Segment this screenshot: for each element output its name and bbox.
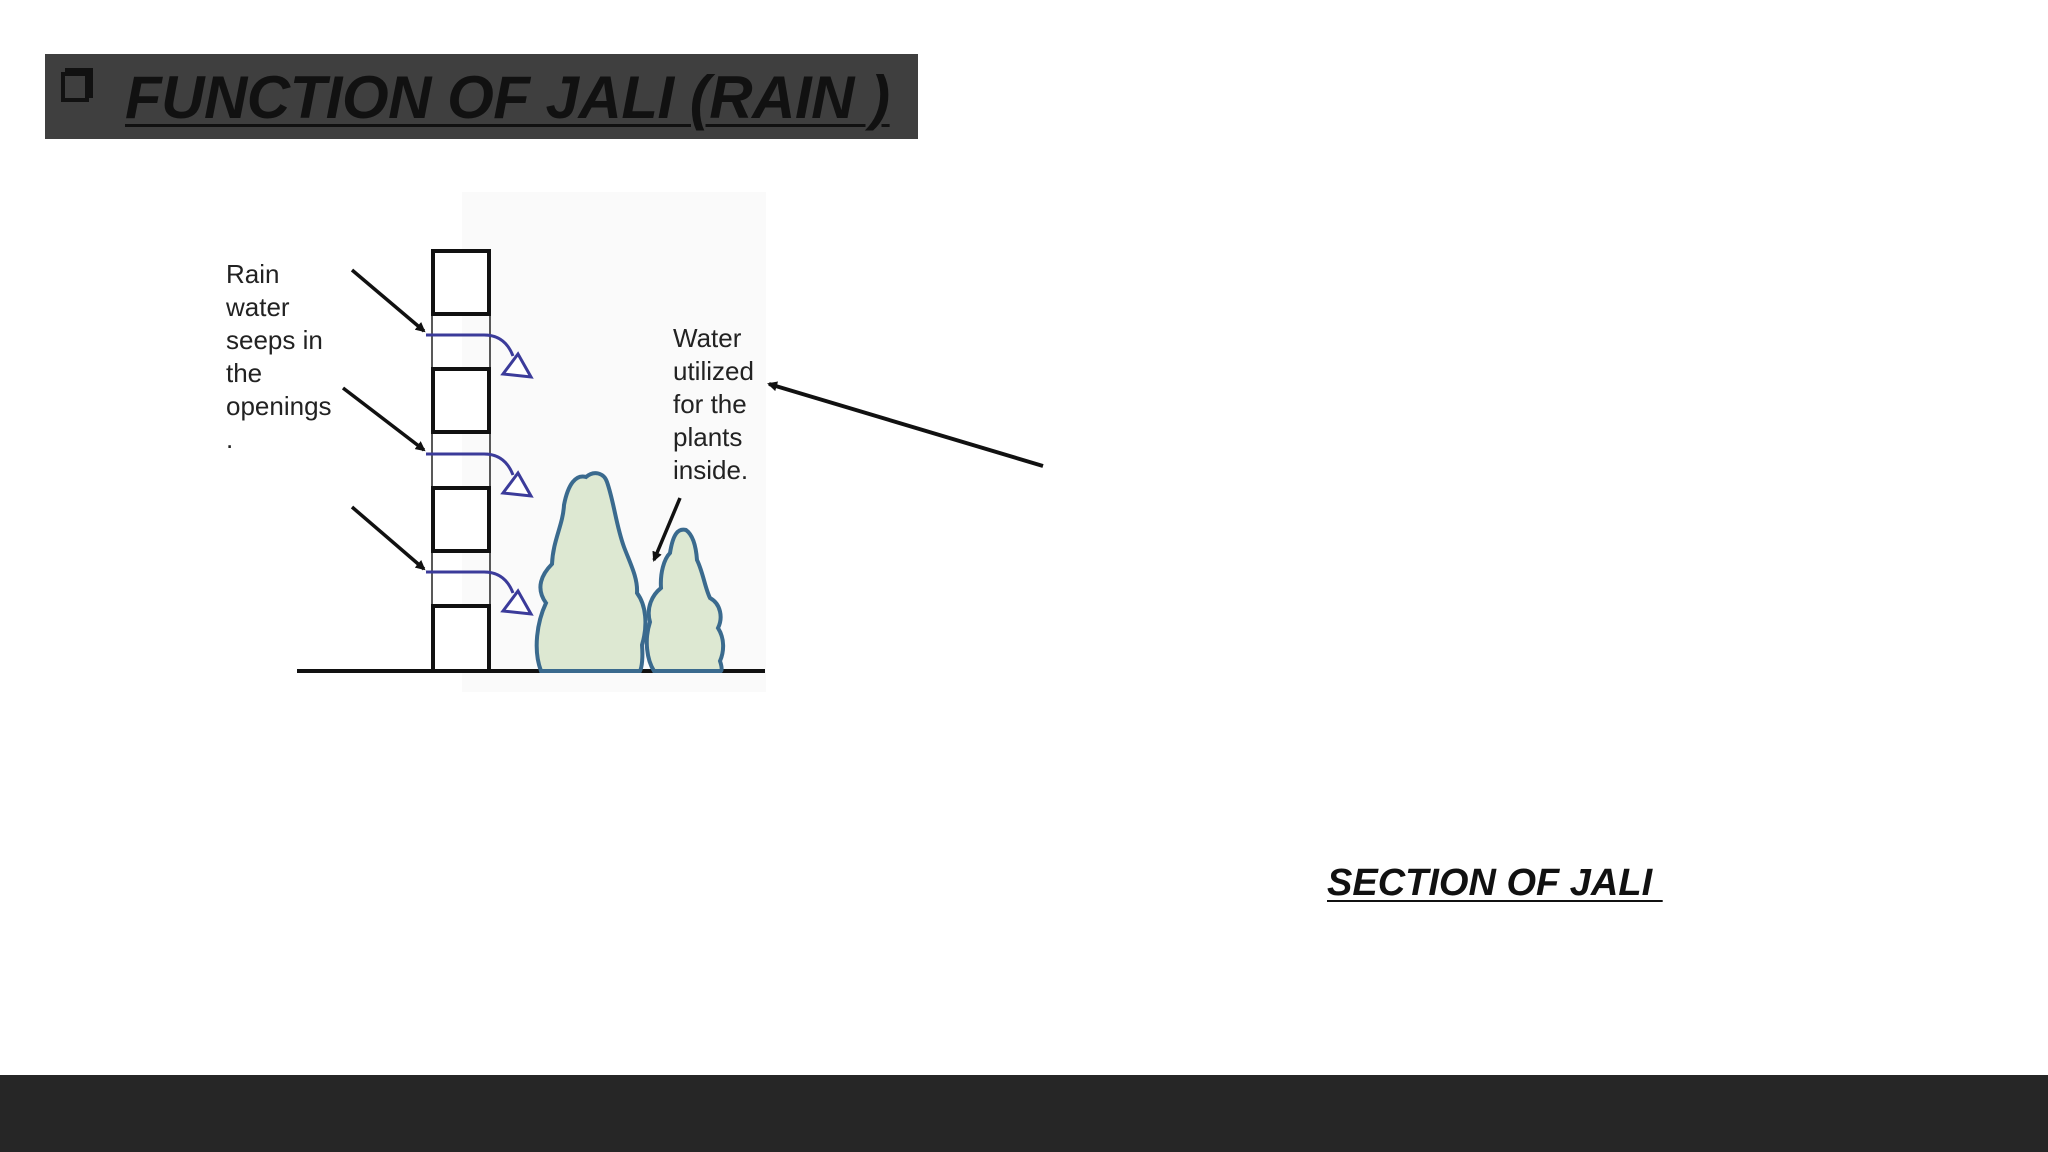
water-path [426, 452, 534, 498]
water-label-line: plants [673, 422, 743, 452]
rain-label-line: the [226, 358, 263, 388]
rain-arrow [341, 386, 426, 452]
label-pointer-arrow [767, 381, 1044, 468]
plant-large [534, 471, 648, 673]
water-utilized-label: Water utilized for the plants inside. [673, 322, 783, 487]
jali-block [431, 604, 491, 673]
section-caption: SECTION OF JALI [1327, 862, 1663, 904]
water-label-line: inside. [673, 455, 749, 485]
water-label-line: utilized [673, 356, 754, 386]
rain-arrow [350, 268, 426, 333]
rain-label-line: . [226, 424, 234, 454]
water-path [426, 570, 534, 616]
jali-block [431, 367, 491, 434]
rain-label-line: water [226, 292, 290, 322]
plant-pointer-arrow [652, 497, 682, 562]
rain-label-line: Rain [226, 259, 280, 289]
rain-label-line: seeps in [226, 325, 323, 355]
rain-arrow [350, 505, 426, 571]
water-label-line: for the [673, 389, 747, 419]
checkbox-square-icon [61, 68, 93, 102]
plant-small [644, 527, 726, 673]
title-bar: FUNCTION OF JALI (RAIN ) [45, 54, 918, 139]
jali-block [431, 249, 491, 316]
water-path [426, 333, 534, 379]
jali-block [431, 486, 491, 553]
rain-water-label: Rain water seeps in the openings . [226, 258, 356, 456]
water-label-line: Water [673, 323, 742, 353]
rain-label-line: openings [226, 391, 332, 421]
footer-bar [0, 1075, 2048, 1152]
slide-title: FUNCTION OF JALI (RAIN ) [125, 64, 890, 131]
